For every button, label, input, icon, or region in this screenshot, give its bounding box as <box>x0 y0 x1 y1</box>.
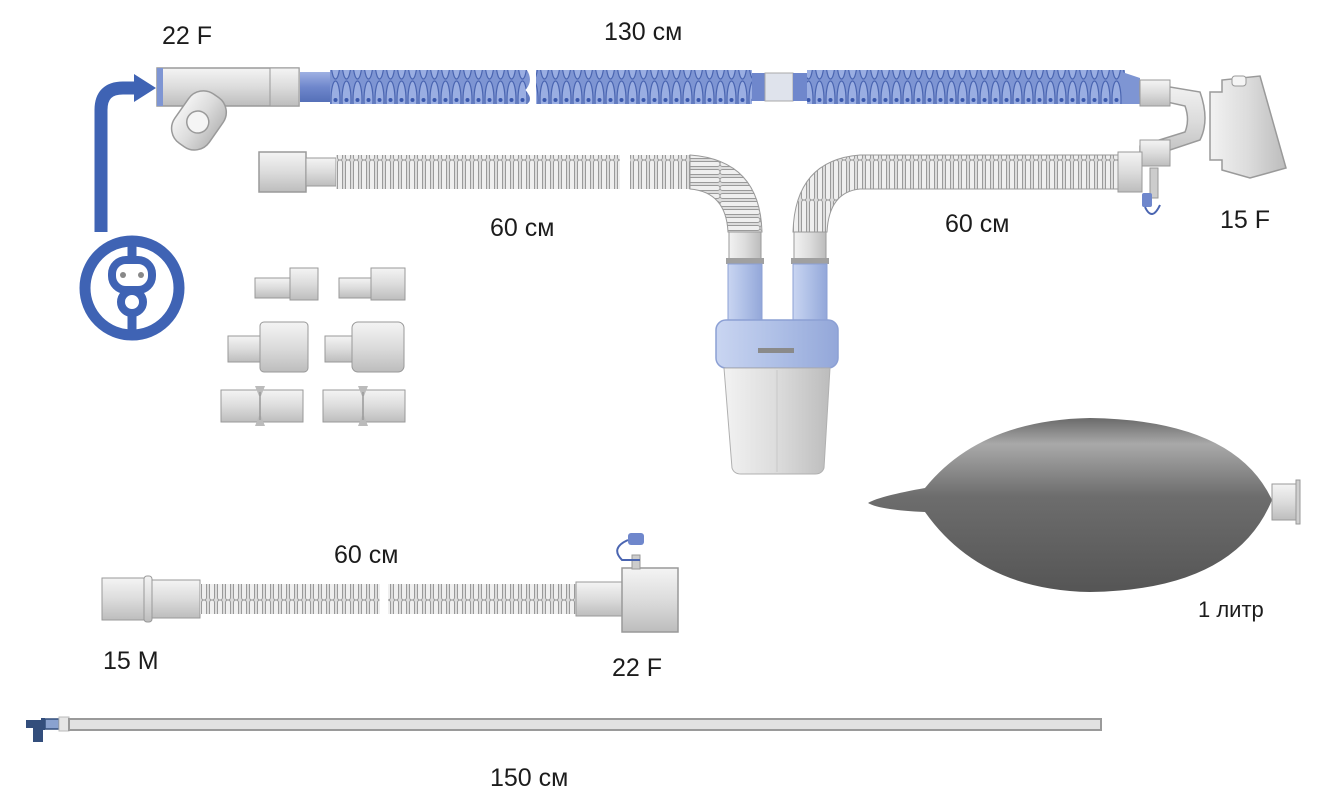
bag-volume-label: 1 литр <box>1198 597 1264 622</box>
y-piece <box>1139 75 1287 215</box>
extension-limb-length-label: 60 см <box>334 541 399 569</box>
patient-connector-label: 15 F <box>1220 206 1271 234</box>
inspiratory-connector-label: 22 F <box>162 22 213 50</box>
flow-arrow-icon <box>94 74 156 232</box>
adapter-straight-left <box>220 386 304 426</box>
extension-female-end-label: 22 F <box>612 654 663 682</box>
expiratory-limb-right-length-label: 60 см <box>945 210 1010 238</box>
water-trap <box>715 231 839 475</box>
adapters <box>220 267 406 426</box>
reservoir-bag <box>868 418 1301 592</box>
inspiratory-limb <box>156 66 1140 151</box>
inspiratory-limb-length-label: 130 см <box>604 18 683 46</box>
adapter-medium-left <box>227 321 309 373</box>
expiratory-limb-left-length-label: 60 см <box>490 214 555 242</box>
adapter-small-right <box>338 267 406 301</box>
extension-male-end-label: 15 M <box>103 647 159 675</box>
sampling-line-length-label: 150 см <box>490 764 569 792</box>
expiratory-limb <box>258 150 1143 233</box>
adapter-medium-right <box>324 321 405 373</box>
anesthesia-symbol-icon <box>79 235 185 341</box>
adapter-small-left <box>254 267 319 301</box>
sampling-line <box>26 716 1102 742</box>
adapter-straight-right <box>322 386 406 426</box>
extension-limb <box>101 533 679 633</box>
